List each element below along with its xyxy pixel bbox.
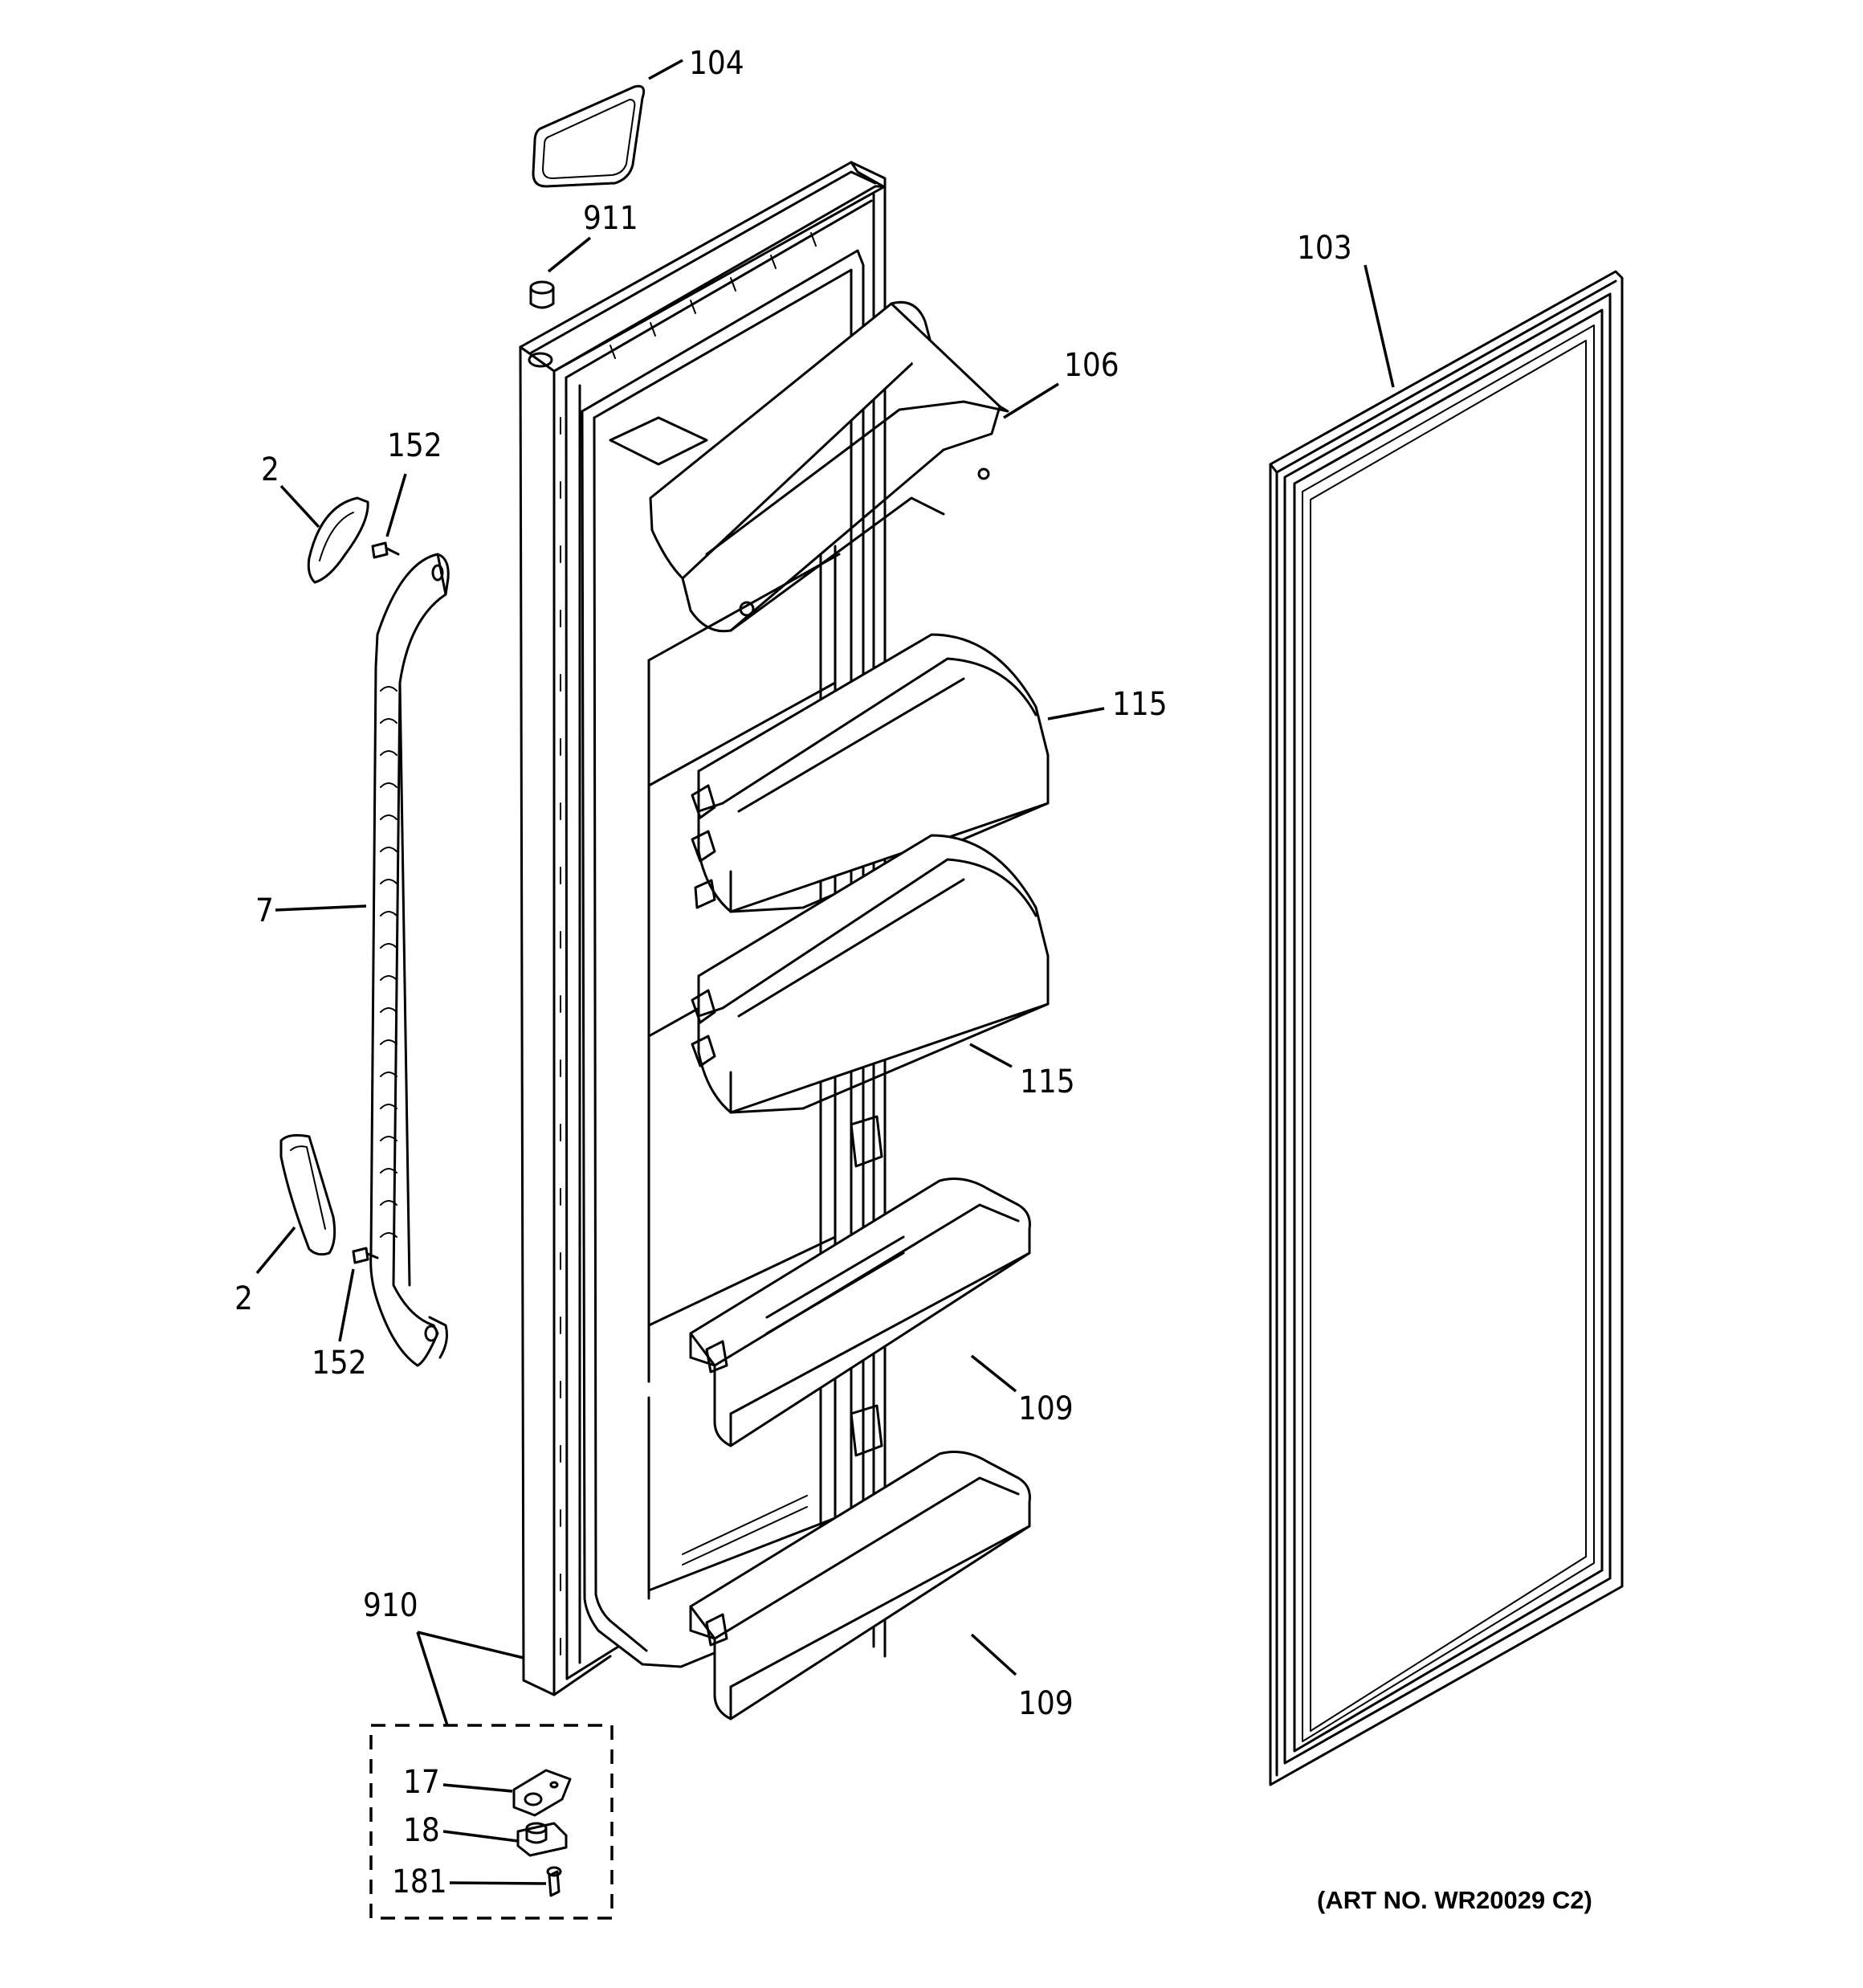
label-115-middle: 115 [1020,1063,1075,1100]
part-2-end-cap-top [307,496,369,584]
part-109-bin-lower [689,1451,1031,1721]
part-2-end-cap-bottom [279,1133,336,1256]
part-910-hinge-kit [369,1724,614,1920]
label-109-bottom: 109 [1018,1685,1074,1722]
label-104: 104 [689,45,744,82]
art-number: (ART NO. WR20029 C2) [1317,1886,1592,1914]
label-18: 18 [403,1812,440,1849]
label-911: 911 [583,200,638,237]
part-104-badge [532,84,646,188]
door-assembly [519,161,887,1696]
label-109-top: 109 [1018,1390,1074,1427]
part-115-bin-top [691,633,1050,913]
part-152-screw-bottom [352,1247,379,1264]
label-106: 106 [1064,347,1119,384]
label-2-top: 2 [261,451,279,488]
label-910: 910 [363,1587,418,1624]
part-115-bin-middle [691,834,1050,1114]
label-2-bottom: 2 [234,1280,253,1317]
label-7: 7 [255,892,274,929]
label-152-top: 152 [387,427,442,464]
label-115-top: 115 [1112,686,1168,723]
part-152-screw-top [371,541,400,559]
part-103-gasket [1269,270,1624,1786]
leader-lines [255,59,1395,1885]
part-7-handle [369,553,450,1367]
label-181: 181 [392,1863,447,1900]
label-17: 17 [403,1764,440,1801]
part-106-dairy-door [649,300,1009,633]
part-911-bushing [529,280,555,309]
label-103: 103 [1297,230,1352,267]
part-labels: 104 911 103 106 152 2 115 7 115 2 152 10… [234,45,1592,1914]
part-109-bin-upper [689,1178,1031,1447]
label-152-bottom: 152 [312,1345,367,1382]
